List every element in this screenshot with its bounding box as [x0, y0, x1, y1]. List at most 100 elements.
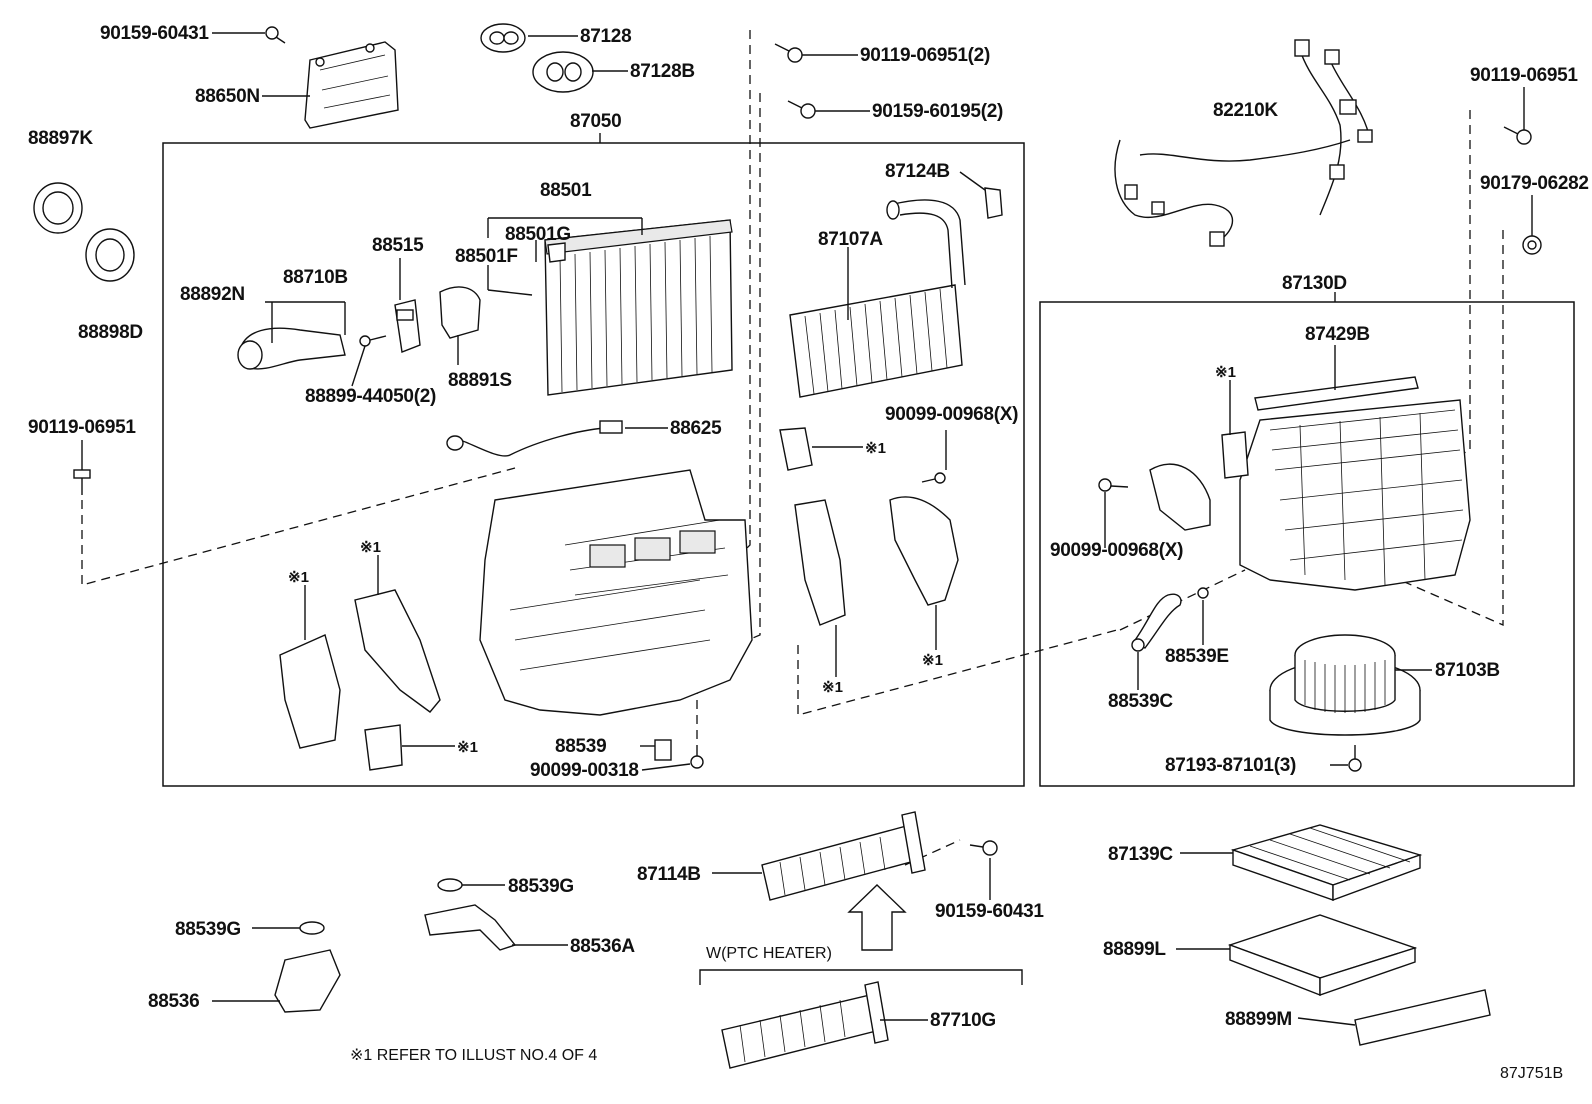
seal-87429B: [1254, 376, 1419, 411]
label-88539E: 88539E: [1165, 646, 1229, 667]
blower-case: [1239, 399, 1471, 591]
label-88536: 88536: [148, 991, 199, 1012]
bracket-88536: [274, 949, 341, 1013]
label-87128B: 87128B: [630, 61, 695, 82]
screw-90159-60431-bottom: [969, 840, 998, 856]
plug-88539E: [1197, 587, 1209, 599]
blower-cover: [1149, 463, 1211, 531]
label-87128: 87128: [580, 26, 631, 47]
label-88539: 88539: [555, 736, 606, 757]
label-88897K: 88897K: [28, 128, 93, 149]
ptc-heater-87114B: [761, 811, 926, 901]
drain-hose-88539C: [1131, 593, 1182, 652]
bracket-88536A: [424, 878, 517, 951]
ref-mark-6: ※1: [922, 652, 943, 669]
label-87139C: 87139C: [1108, 844, 1173, 865]
label-88899L: 88899L: [1103, 939, 1166, 960]
cap-88539G-b: [299, 921, 325, 935]
screw-90099-00968-1: [921, 472, 946, 484]
servo-motor-e: [794, 499, 846, 626]
hvac-case-87050: [479, 469, 753, 761]
label-88501G: 88501G: [505, 224, 571, 245]
wire-harness-82210K: [1114, 39, 1373, 247]
label-87710G: 87710G: [930, 1010, 996, 1031]
bolt-88899-44050: [359, 335, 387, 347]
bolt-90119-06951-right: [1503, 126, 1532, 145]
arrow-up-icon: [847, 884, 907, 951]
seal-88898D: [85, 228, 135, 282]
bolt-90119-06951-2: [774, 43, 803, 63]
label-90119-06951-right: 90119-06951: [1470, 65, 1578, 86]
ptc-heater-bracket: [699, 969, 1023, 985]
evaporator-88501: [544, 219, 733, 396]
label-90099-00968-x2: 90099-00968(X): [1050, 540, 1183, 561]
label-88539C: 88539C: [1108, 691, 1173, 712]
expansion-valve-88515: [394, 299, 421, 353]
label-88515: 88515: [372, 235, 424, 256]
ref-mark-2: ※1: [288, 569, 309, 586]
servo-motor-g: [1221, 431, 1249, 479]
label-87103B: 87103B: [1435, 660, 1500, 681]
blower-motor-87103B: [1269, 634, 1421, 736]
label-87124B: 87124B: [885, 161, 950, 182]
servo-motor-c: [364, 724, 403, 771]
label-88539G-a: 88539G: [508, 876, 574, 897]
screw-90159-60431-top: [265, 26, 286, 44]
cover-88891S: [439, 286, 481, 339]
label-87107A: 87107A: [818, 229, 883, 250]
assembly-frame-87050: [162, 142, 1025, 787]
servo-motor-f: [889, 496, 959, 606]
ref-mark-4: ※1: [457, 739, 478, 756]
ref-mark-1: ※1: [865, 440, 886, 457]
label-88892N: 88892N: [180, 284, 245, 305]
label-87130D: 87130D: [1282, 273, 1347, 294]
bolt-90119-06951-left: [73, 469, 91, 495]
label-90159-60431-bottom: 90159-60431: [935, 901, 1044, 922]
footnote: ※1 REFER TO ILLUST NO.4 OF 4: [350, 1047, 597, 1064]
ptc-heater-label: W(PTC HEATER): [706, 945, 832, 962]
label-88898D: 88898D: [78, 322, 143, 343]
seal-88897K: [33, 182, 83, 234]
ref-mark-3: ※1: [360, 539, 381, 556]
label-90179-06282: 90179-06282: [1480, 173, 1589, 194]
part-number-labels: 90159-60431 88650N 87128 87128B 90119-06…: [28, 23, 1589, 1031]
ref-mark-5: ※1: [822, 679, 843, 696]
bolt-90159-60195-2: [787, 100, 816, 119]
clip-87124B: [984, 187, 1003, 219]
grommet-87128: [480, 23, 526, 53]
servo-motor-b: [354, 589, 441, 713]
label-87193-87101: 87193-87101(3): [1165, 755, 1296, 776]
heater-core-87107A: [789, 199, 966, 398]
label-88899-44050: 88899-44050(2): [305, 386, 436, 407]
leader-lines: [81, 32, 1533, 1026]
label-88899M: 88899M: [1225, 1009, 1292, 1030]
label-88501F: 88501F: [455, 246, 518, 267]
ptc-heater-87710G: [721, 981, 889, 1069]
bracket-88650N: [304, 41, 399, 129]
label-90159-60431-top: 90159-60431: [100, 23, 209, 44]
bolt-90099-00318: [690, 745, 704, 769]
label-88625: 88625: [670, 418, 722, 439]
air-filter-87139C: [1230, 824, 1423, 902]
label-90119-06951-left: 90119-06951: [28, 417, 136, 438]
filter-cover-88899L: [1227, 914, 1418, 997]
label-90099-00318: 90099-00318: [530, 760, 639, 781]
sensor-88625: [446, 420, 623, 457]
servo-motor-a: [279, 634, 341, 749]
pipe-88710B: [237, 327, 346, 370]
screw-90099-00968-2: [1098, 478, 1129, 492]
label-88501: 88501: [540, 180, 592, 201]
screw-87193-87101: [1348, 745, 1362, 772]
grommet-87128B: [532, 51, 594, 93]
label-87114B: 87114B: [637, 864, 701, 885]
ref-mark-7: ※1: [1215, 364, 1236, 381]
label-88710B: 88710B: [283, 267, 348, 288]
label-90159-60195-2: 90159-60195(2): [872, 101, 1003, 122]
label-88650N: 88650N: [195, 86, 260, 107]
label-87050: 87050: [570, 111, 621, 132]
filter-cover-88899M: [1354, 989, 1491, 1046]
label-88891S: 88891S: [448, 370, 512, 391]
reference-marks: ※1 ※1 ※1 ※1 ※1 ※1 ※1 ※1: [288, 364, 1236, 756]
